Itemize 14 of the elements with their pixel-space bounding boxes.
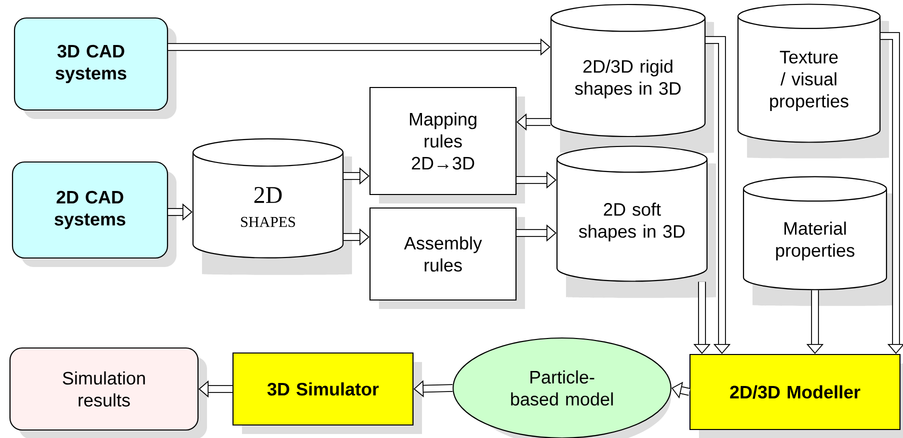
simulator-box: 3D Simulator (232, 352, 422, 434)
block-arrow (706, 36, 731, 354)
database-cylinder: Material properties (742, 176, 896, 306)
results-box: Simulation results (9, 347, 207, 438)
system-box: 2D CAD systems (12, 161, 176, 267)
database-cylinder: Texture / visual properties (737, 4, 889, 158)
database-cylinder: 2D soft shapes in 3D (556, 146, 716, 298)
modeller-box: 2D/3D Modeller (689, 354, 903, 438)
database-cylinder: 2D SHAPES (192, 138, 352, 275)
system-box: 3D CAD systems (14, 17, 176, 119)
rules-box: Assembly rules (369, 207, 525, 309)
database-cylinder: 2D/3D rigid shapes in 3D (550, 4, 714, 154)
block-arrow (880, 32, 903, 354)
rules-box: Mapping rules 2D→3D (369, 86, 525, 204)
